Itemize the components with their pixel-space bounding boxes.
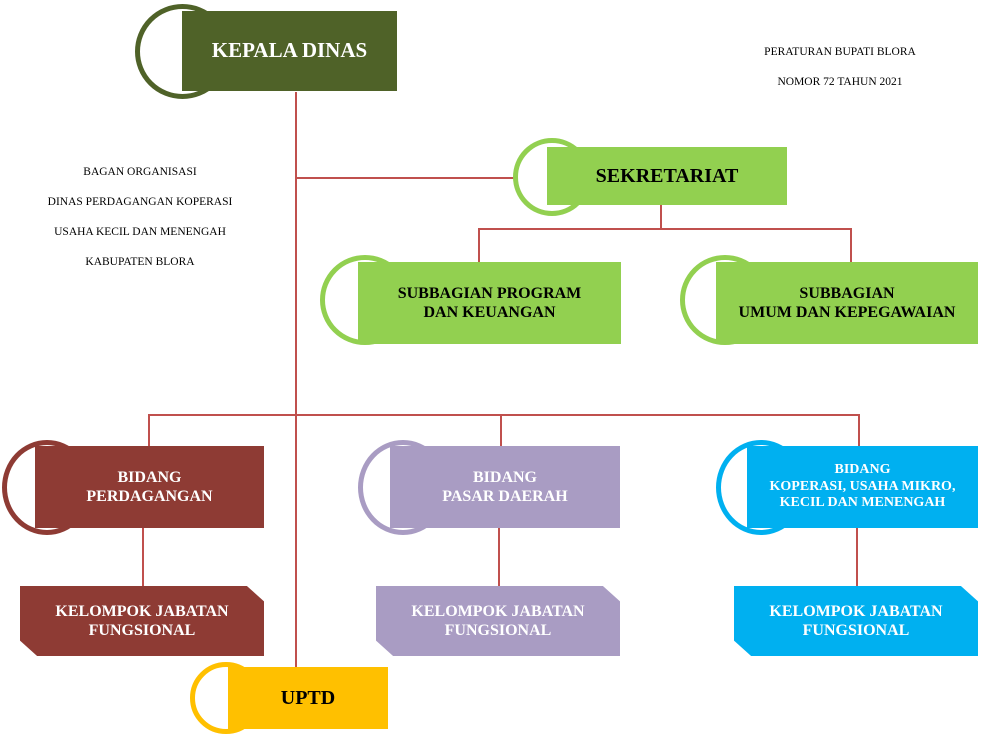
bidang-perdagangan-box[interactable]: BIDANG PERDAGANGAN bbox=[35, 446, 264, 528]
connector-bidang-koperasi bbox=[858, 414, 860, 446]
connector-kjf-pasar bbox=[498, 528, 500, 586]
kjf-pasar-box[interactable]: KELOMPOK JABATAN FUNGSIONAL bbox=[376, 586, 620, 656]
kjf-pasar-label: KELOMPOK JABATAN FUNGSIONAL bbox=[411, 602, 585, 639]
connector-sekretariat-down bbox=[660, 205, 662, 229]
connector-bidang-bar bbox=[148, 414, 860, 416]
connector-to-sekretariat bbox=[295, 177, 545, 179]
subbag-program-label: SUBBAGIAN PROGRAM DAN KEUANGAN bbox=[397, 284, 582, 321]
regulation-reference: PERATURAN BUPATI BLORA NOMOR 72 TAHUN 20… bbox=[735, 30, 945, 105]
main-trunk bbox=[295, 92, 297, 667]
bidang-koperasi-label: BIDANG KOPERASI, USAHA MIKRO, KECIL DAN … bbox=[769, 461, 956, 511]
chart-title: BAGAN ORGANISASI DINAS PERDAGANGAN KOPER… bbox=[20, 150, 260, 284]
sekretariat-label: SEKRETARIAT bbox=[595, 165, 739, 187]
connector-kjf-perdagangan bbox=[142, 528, 144, 586]
connector-subbag-umum bbox=[850, 228, 852, 262]
uptd-label: UPTD bbox=[280, 687, 336, 709]
title-line-4: KABUPATEN BLORA bbox=[85, 255, 195, 268]
kepala-dinas-box[interactable]: KEPALA DINAS bbox=[182, 11, 397, 91]
subbag-umum-label: SUBBAGIAN UMUM DAN KEPEGAWAIAN bbox=[738, 284, 956, 321]
kjf-perdagangan-label: KELOMPOK JABATAN FUNGSIONAL bbox=[55, 602, 229, 639]
connector-kjf-koperasi bbox=[856, 528, 858, 586]
bidang-perdagangan-label: BIDANG PERDAGANGAN bbox=[86, 468, 213, 505]
connector-subbag-bar bbox=[478, 228, 851, 230]
connector-subbag-program bbox=[478, 228, 480, 262]
regulation-line-1: PERATURAN BUPATI BLORA bbox=[764, 45, 916, 58]
title-line-1: BAGAN ORGANISASI bbox=[83, 165, 197, 178]
subbag-umum-box[interactable]: SUBBAGIAN UMUM DAN KEPEGAWAIAN bbox=[716, 262, 978, 344]
bidang-pasar-box[interactable]: BIDANG PASAR DAERAH bbox=[390, 446, 620, 528]
kjf-perdagangan-box[interactable]: KELOMPOK JABATAN FUNGSIONAL bbox=[20, 586, 264, 656]
kjf-koperasi-label: KELOMPOK JABATAN FUNGSIONAL bbox=[769, 602, 943, 639]
bidang-koperasi-box[interactable]: BIDANG KOPERASI, USAHA MIKRO, KECIL DAN … bbox=[747, 446, 978, 528]
subbag-program-box[interactable]: SUBBAGIAN PROGRAM DAN KEUANGAN bbox=[358, 262, 621, 344]
bidang-pasar-label: BIDANG PASAR DAERAH bbox=[442, 468, 568, 505]
regulation-line-2: NOMOR 72 TAHUN 2021 bbox=[777, 75, 903, 88]
uptd-box[interactable]: UPTD bbox=[228, 667, 388, 729]
sekretariat-box[interactable]: SEKRETARIAT bbox=[547, 147, 787, 205]
connector-bidang-perdagangan bbox=[148, 414, 150, 446]
connector-to-uptd bbox=[295, 665, 297, 667]
kjf-koperasi-box[interactable]: KELOMPOK JABATAN FUNGSIONAL bbox=[734, 586, 978, 656]
title-line-3: USAHA KECIL DAN MENENGAH bbox=[54, 225, 226, 238]
connector-bidang-pasar bbox=[500, 414, 502, 446]
title-line-2: DINAS PERDAGANGAN KOPERASI bbox=[47, 195, 233, 208]
kepala-dinas-label: KEPALA DINAS bbox=[211, 38, 368, 63]
